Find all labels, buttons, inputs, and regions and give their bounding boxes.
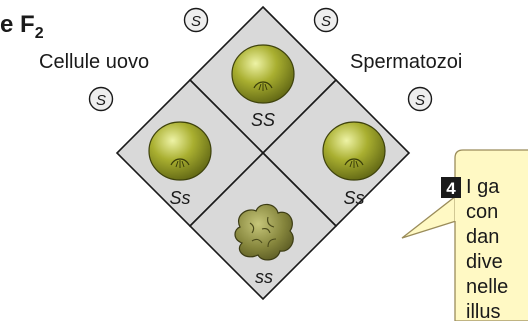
allele-circle-label: S (321, 13, 331, 30)
generation-title-subscript: 2 (35, 25, 44, 42)
eggs-label: Cellule uovo (39, 51, 149, 73)
sperm-label: Spermatozoi (350, 51, 462, 73)
generation-title-text: e F (0, 11, 35, 38)
allele-circle-label: S (191, 13, 201, 30)
allele-circle-top-left: S (183, 7, 209, 33)
callout-pointer (401, 194, 457, 239)
callout-line: dan (466, 226, 499, 248)
genotype-label-bottom: ss (255, 267, 273, 287)
seed-wrinkled (234, 203, 294, 261)
allele-circle-right: S (407, 86, 433, 112)
callout-text: I ga con dan dive nelle illus (466, 176, 508, 321)
allele-circle-label: S (415, 92, 425, 109)
callout-line: nelle (466, 276, 508, 298)
allele-circle-left: S (88, 86, 114, 112)
seed-smooth-right (322, 121, 386, 181)
callout-box (454, 149, 528, 321)
generation-title: e F2 (0, 11, 44, 42)
callout-line: illus (466, 301, 500, 321)
allele-circle-label: S (96, 92, 106, 109)
allele-circle-top-right: S (313, 7, 339, 33)
genotype-label-right: Ss (343, 188, 364, 208)
step-badge: 4 (441, 177, 461, 198)
callout-line: I ga (466, 176, 500, 198)
callout-line: dive (466, 251, 503, 273)
seed-smooth-left (148, 121, 212, 181)
genotype-label-left: Ss (169, 188, 190, 208)
callout-line: con (466, 201, 498, 223)
seed-smooth-top (231, 44, 295, 104)
step-badge-number: 4 (446, 179, 456, 198)
genotype-label-top: SS (251, 110, 275, 130)
